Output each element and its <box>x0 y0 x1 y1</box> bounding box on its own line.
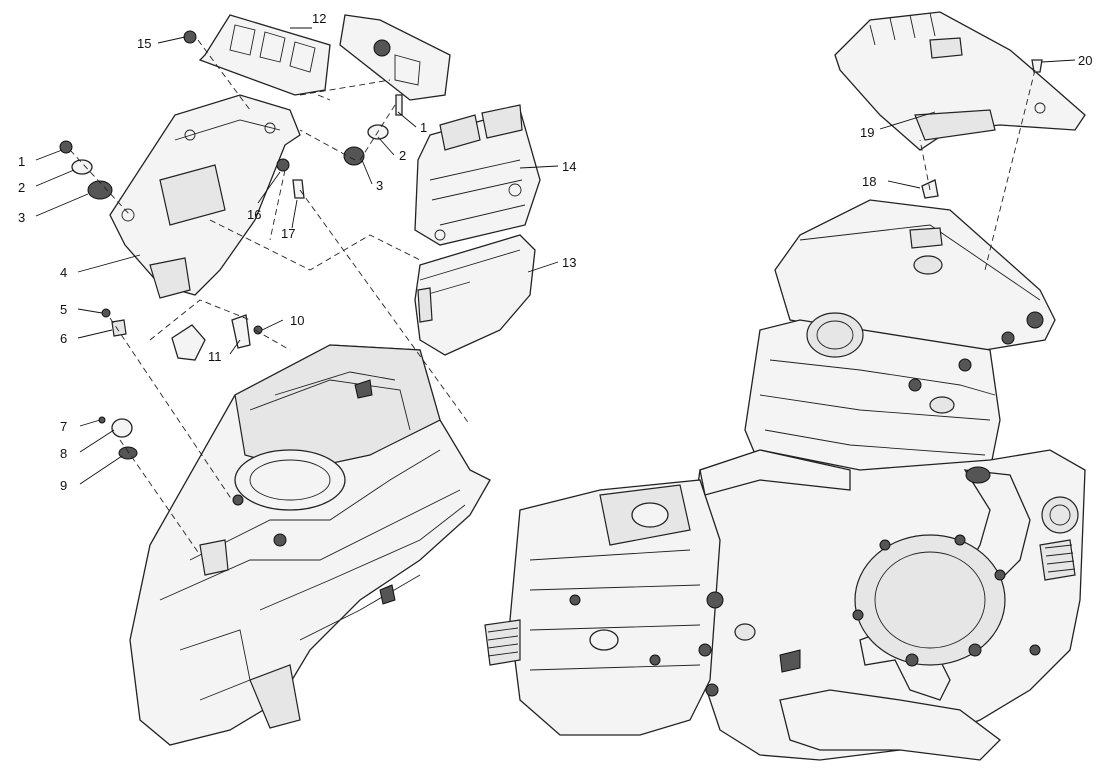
leader-lines <box>35 27 1076 485</box>
callout-4: 4 <box>60 265 67 280</box>
callout-2-right: 2 <box>399 148 406 163</box>
callout-14: 14 <box>562 159 576 174</box>
small-parts-left <box>59 30 403 460</box>
callout-17: 17 <box>281 226 295 241</box>
callout-7: 7 <box>60 419 67 434</box>
ecu-unit-14 <box>414 104 541 246</box>
callout-1-right: 1 <box>420 120 427 135</box>
callout-3-right: 3 <box>376 178 383 193</box>
callout-2-left: 2 <box>18 180 25 195</box>
ecu-cover-13 <box>414 234 536 356</box>
support-bracket <box>109 94 301 299</box>
callout-11: 11 <box>208 349 222 364</box>
callout-16: 16 <box>247 207 261 222</box>
callout-15: 15 <box>137 36 151 51</box>
rubber-holder-12 <box>198 14 451 101</box>
callout-1-left: 1 <box>18 154 25 169</box>
callout-8: 8 <box>60 446 67 461</box>
heat-shield-19 <box>834 11 1086 151</box>
callout-5: 5 <box>60 302 67 317</box>
blank-patch <box>0 740 70 776</box>
callout-18: 18 <box>862 174 876 189</box>
airbox-cover <box>129 344 491 746</box>
callout-20: 20 <box>1078 53 1092 68</box>
callout-3-left: 3 <box>18 210 25 225</box>
callout-labels: 1 2 3 4 5 6 7 8 9 10 11 12 13 14 15 16 1… <box>18 11 1092 493</box>
callout-13: 13 <box>562 255 576 270</box>
callout-6: 6 <box>60 331 67 346</box>
assembly-lines <box>69 39 1036 556</box>
callout-10: 10 <box>290 313 304 328</box>
callout-9: 9 <box>60 478 67 493</box>
engine-assembly <box>484 199 1086 761</box>
callout-19: 19 <box>860 125 874 140</box>
callout-12: 12 <box>312 11 326 26</box>
